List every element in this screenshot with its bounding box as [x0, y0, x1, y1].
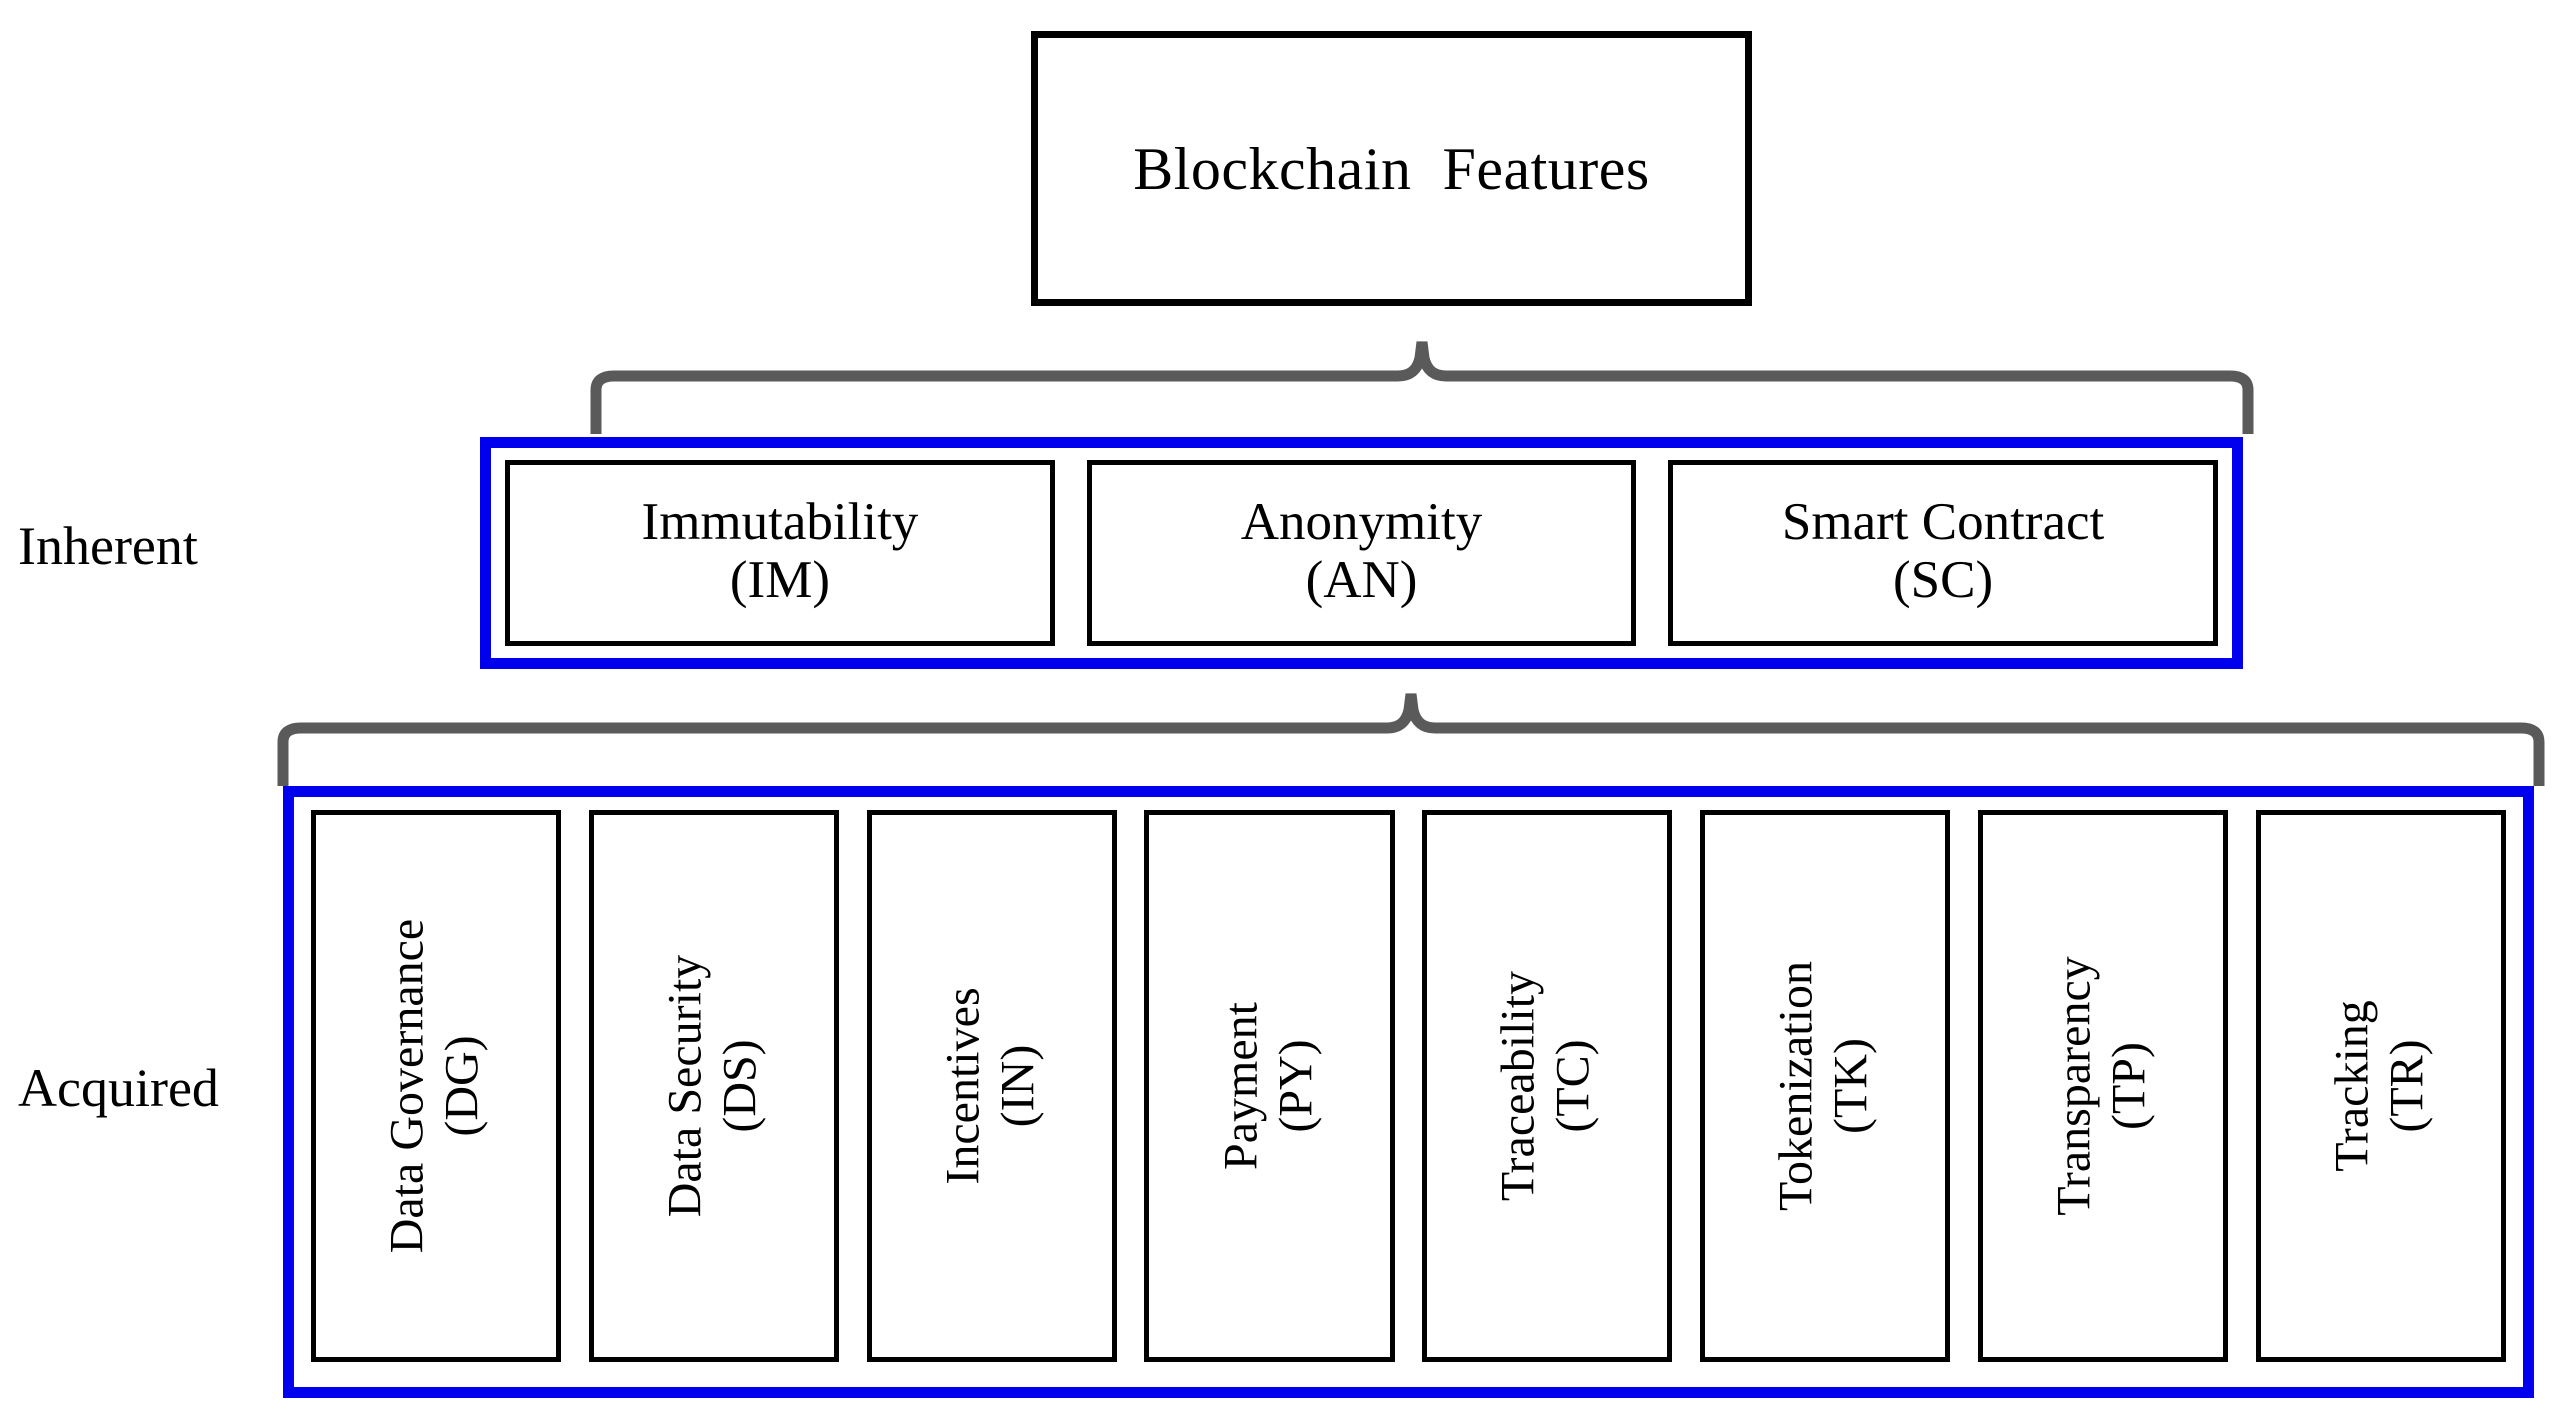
feature-abbr: (PY): [1268, 1039, 1322, 1133]
brace-root-to-inherent: [588, 338, 2256, 438]
feature-card-traceability[interactable]: Traceability (TC): [1422, 810, 1673, 1362]
feature-card-data-security[interactable]: Data Security (DS): [588, 810, 840, 1362]
root-node-blockchain-features: Blockchain Features: [1031, 31, 1752, 306]
feature-card-tokenization[interactable]: Tokenization (TK): [1700, 810, 1951, 1362]
feature-name: Tracking: [2325, 1000, 2379, 1172]
brace-inherent-to-acquired: [275, 690, 2547, 790]
feature-abbr: (TC): [1546, 1039, 1600, 1133]
feature-card-anonymity[interactable]: Anonymity (AN): [1086, 460, 1637, 646]
feature-abbr: (IM): [729, 551, 830, 610]
root-node-label: Blockchain Features: [1133, 135, 1650, 202]
feature-name: Tokenization: [1769, 961, 1823, 1211]
feature-card-transparency[interactable]: Transparency (TP): [1977, 810, 2229, 1362]
feature-card-data-governance[interactable]: Data Governance (DG): [311, 810, 562, 1362]
feature-card-payment[interactable]: Payment (PY): [1144, 810, 1395, 1362]
feature-name: Smart Contract: [1781, 492, 2105, 551]
feature-card-immutability[interactable]: Immutability (IM): [505, 460, 1055, 646]
feature-card-smart-contract[interactable]: Smart Contract (SC): [1668, 460, 2218, 646]
feature-abbr: (TR): [2379, 1039, 2433, 1133]
feature-vertical-text: Transparency (TP): [2047, 956, 2157, 1216]
row-label-inherent: Inherent: [18, 516, 198, 576]
group-inherent: Immutability (IM) Anonymity (AN) Smart C…: [480, 437, 2243, 669]
feature-name: Immutability: [641, 492, 919, 551]
feature-vertical-text: Payment (PY): [1213, 1002, 1324, 1170]
feature-vertical-text: Traceability (TC): [1491, 970, 1602, 1202]
feature-abbr: (AN): [1305, 551, 1418, 610]
feature-abbr: (TP): [2102, 1042, 2156, 1130]
feature-abbr: (IN): [990, 1044, 1044, 1128]
feature-name: Data Security: [658, 954, 712, 1218]
feature-vertical-text: Tokenization (TK): [1769, 961, 1879, 1211]
feature-name: Traceability: [1491, 970, 1545, 1202]
brace-root-to-inherent-icon: [590, 341, 2254, 434]
feature-abbr: (TK): [1824, 1038, 1878, 1134]
feature-name: Transparency: [2047, 956, 2101, 1216]
feature-vertical-text: Data Governance (DG): [380, 918, 490, 1254]
feature-card-tracking[interactable]: Tracking (TR): [2255, 810, 2506, 1362]
feature-name: Anonymity: [1240, 492, 1483, 551]
feature-name: Payment: [1213, 1002, 1267, 1170]
group-acquired-items: Data Governance (DG) Data Security (DS) …: [294, 797, 2523, 1387]
feature-vertical-text: Data Security (DS): [658, 954, 768, 1218]
row-label-acquired: Acquired: [18, 1058, 219, 1118]
feature-name: Data Governance: [380, 918, 434, 1254]
group-inherent-items: Immutability (IM) Anonymity (AN) Smart C…: [491, 448, 2232, 658]
feature-vertical-text: Incentives (IN): [936, 987, 1046, 1185]
feature-vertical-text: Tracking (TR): [2325, 1000, 2435, 1172]
feature-abbr: (DG): [435, 1035, 489, 1137]
feature-abbr: (SC): [1892, 551, 1994, 610]
feature-abbr: (DS): [713, 1039, 767, 1133]
brace-inherent-to-acquired-icon: [277, 693, 2545, 786]
feature-card-incentives[interactable]: Incentives (IN): [866, 810, 1117, 1362]
feature-name: Incentives: [936, 987, 990, 1185]
group-acquired: Data Governance (DG) Data Security (DS) …: [283, 786, 2534, 1398]
